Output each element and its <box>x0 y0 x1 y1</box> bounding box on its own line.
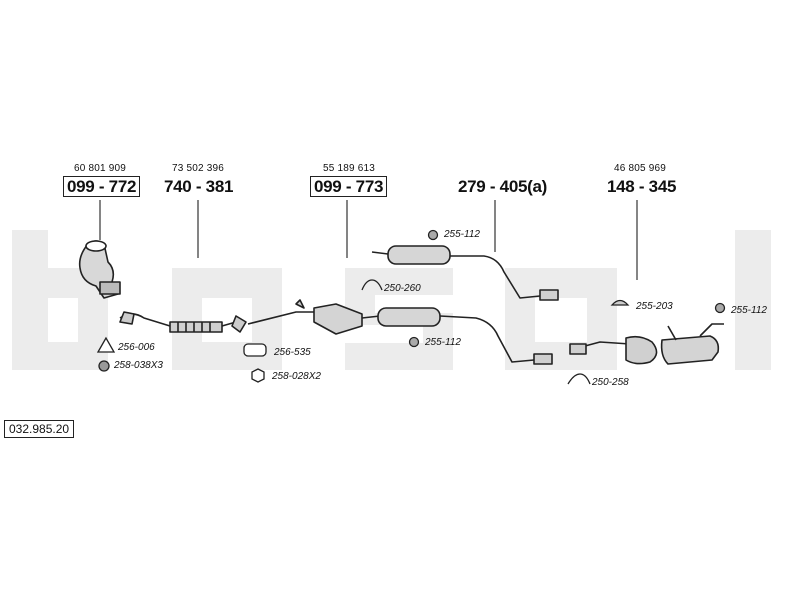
accessory-label[interactable]: 255-112 <box>444 229 480 240</box>
part-number[interactable]: 099 - 772 <box>63 176 141 197</box>
part-099-773-catalyst <box>247 299 391 335</box>
oem-number: 55 189 613 <box>323 163 376 174</box>
accessory-label[interactable]: 250-258 <box>592 377 629 388</box>
part-279-405-midpipe <box>371 245 559 365</box>
part-number[interactable]: 148 - 345 <box>607 177 677 196</box>
clamp-icon <box>361 279 383 291</box>
part-number[interactable]: 279 - 405(a) <box>458 177 548 196</box>
rubber-mount-icon <box>427 229 439 241</box>
accessory-label[interactable]: 256-006 <box>118 342 155 353</box>
accessory-icons <box>96 229 726 385</box>
part-number[interactable]: 740 - 381 <box>164 177 234 196</box>
leader-lines <box>99 200 638 280</box>
oem-number: 46 805 969 <box>614 163 667 174</box>
part-148-345-rear-silencer <box>569 323 724 365</box>
diagram-reference: 032.985.20 <box>4 420 75 438</box>
rubber-mount-icon <box>408 336 420 348</box>
oem-number: 73 502 396 <box>172 163 225 174</box>
rubber-mount-icon <box>714 302 726 314</box>
rubber-mount-icon <box>610 299 630 306</box>
accessory-label[interactable]: 250-260 <box>384 283 421 294</box>
triangle-gasket-icon <box>96 336 116 353</box>
clamp-icon <box>567 373 591 385</box>
nut-icon <box>98 360 110 372</box>
part-099-772-downpipe <box>78 240 121 299</box>
flange-gasket-icon <box>243 343 267 357</box>
oem-number: 60 801 909 <box>74 163 127 174</box>
part-number[interactable]: 099 - 773 <box>310 176 388 197</box>
part-740-381-flexpipe <box>119 311 247 333</box>
accessory-label[interactable]: 258-028X2 <box>272 371 321 382</box>
accessory-label[interactable]: 255-112 <box>425 337 461 348</box>
accessory-label[interactable]: 255-112 <box>731 305 767 316</box>
accessory-label[interactable]: 256-535 <box>274 347 311 358</box>
accessory-label[interactable]: 255-203 <box>636 301 673 312</box>
hex-nut-icon <box>251 368 265 383</box>
accessory-label[interactable]: 258-038X3 <box>114 360 163 371</box>
